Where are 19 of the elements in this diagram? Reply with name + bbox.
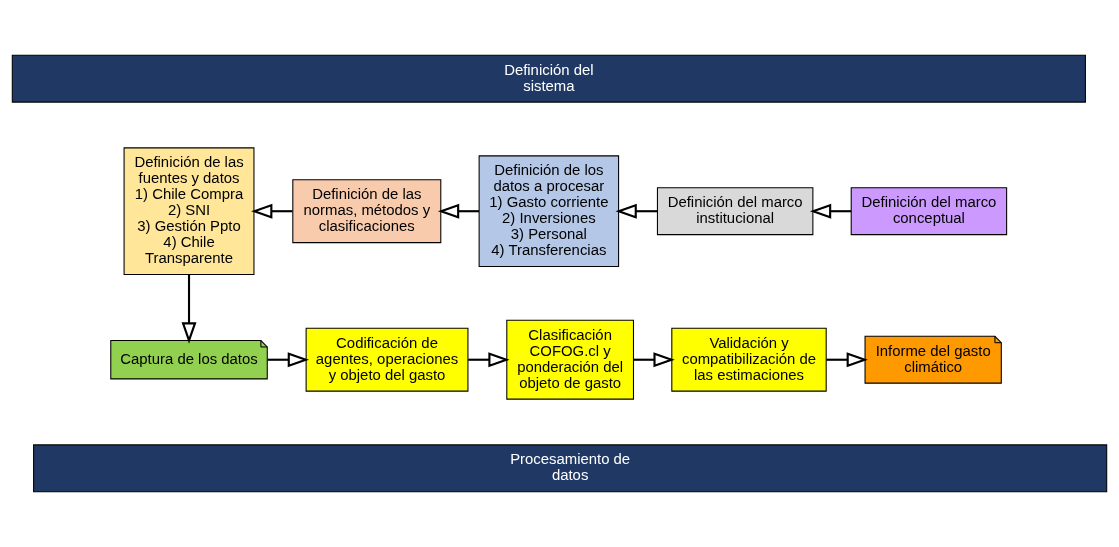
arrow xyxy=(809,203,852,219)
arrow xyxy=(468,352,510,368)
arrow xyxy=(826,352,868,368)
arrow xyxy=(181,274,197,344)
arrow xyxy=(633,352,675,368)
arrow xyxy=(251,203,293,219)
node-box: Codificación de agentes, operaciones y objeto del gasto xyxy=(305,327,469,392)
node-box: Definición del marco institucional xyxy=(656,187,814,236)
node-box: Definición de los datos a procesar 1) Gasto corriente 2) Inversiones 3) Personal 4) Transferencias xyxy=(478,155,620,268)
arrow xyxy=(267,352,310,368)
node-box: Definición del marco conceptual xyxy=(850,187,1008,236)
node-box: Definición del sistema xyxy=(11,54,1086,103)
node-box: Validación y compatibilización de las estimaciones xyxy=(671,327,827,392)
arrow xyxy=(437,203,479,219)
node-box: Procesamiento de datos xyxy=(33,444,1108,493)
node-box: Clasificación COFOG.cl y ponderación del objeto de gasto xyxy=(506,319,634,400)
node-box: Definición de las normas, métodos y clasificaciones xyxy=(292,179,442,244)
arrow xyxy=(615,203,658,219)
node-box: Definición de las fuentes y datos 1) Chile Compra 2) SNI 3) Gestión Ppto 4) Chile Transparente xyxy=(123,147,255,276)
